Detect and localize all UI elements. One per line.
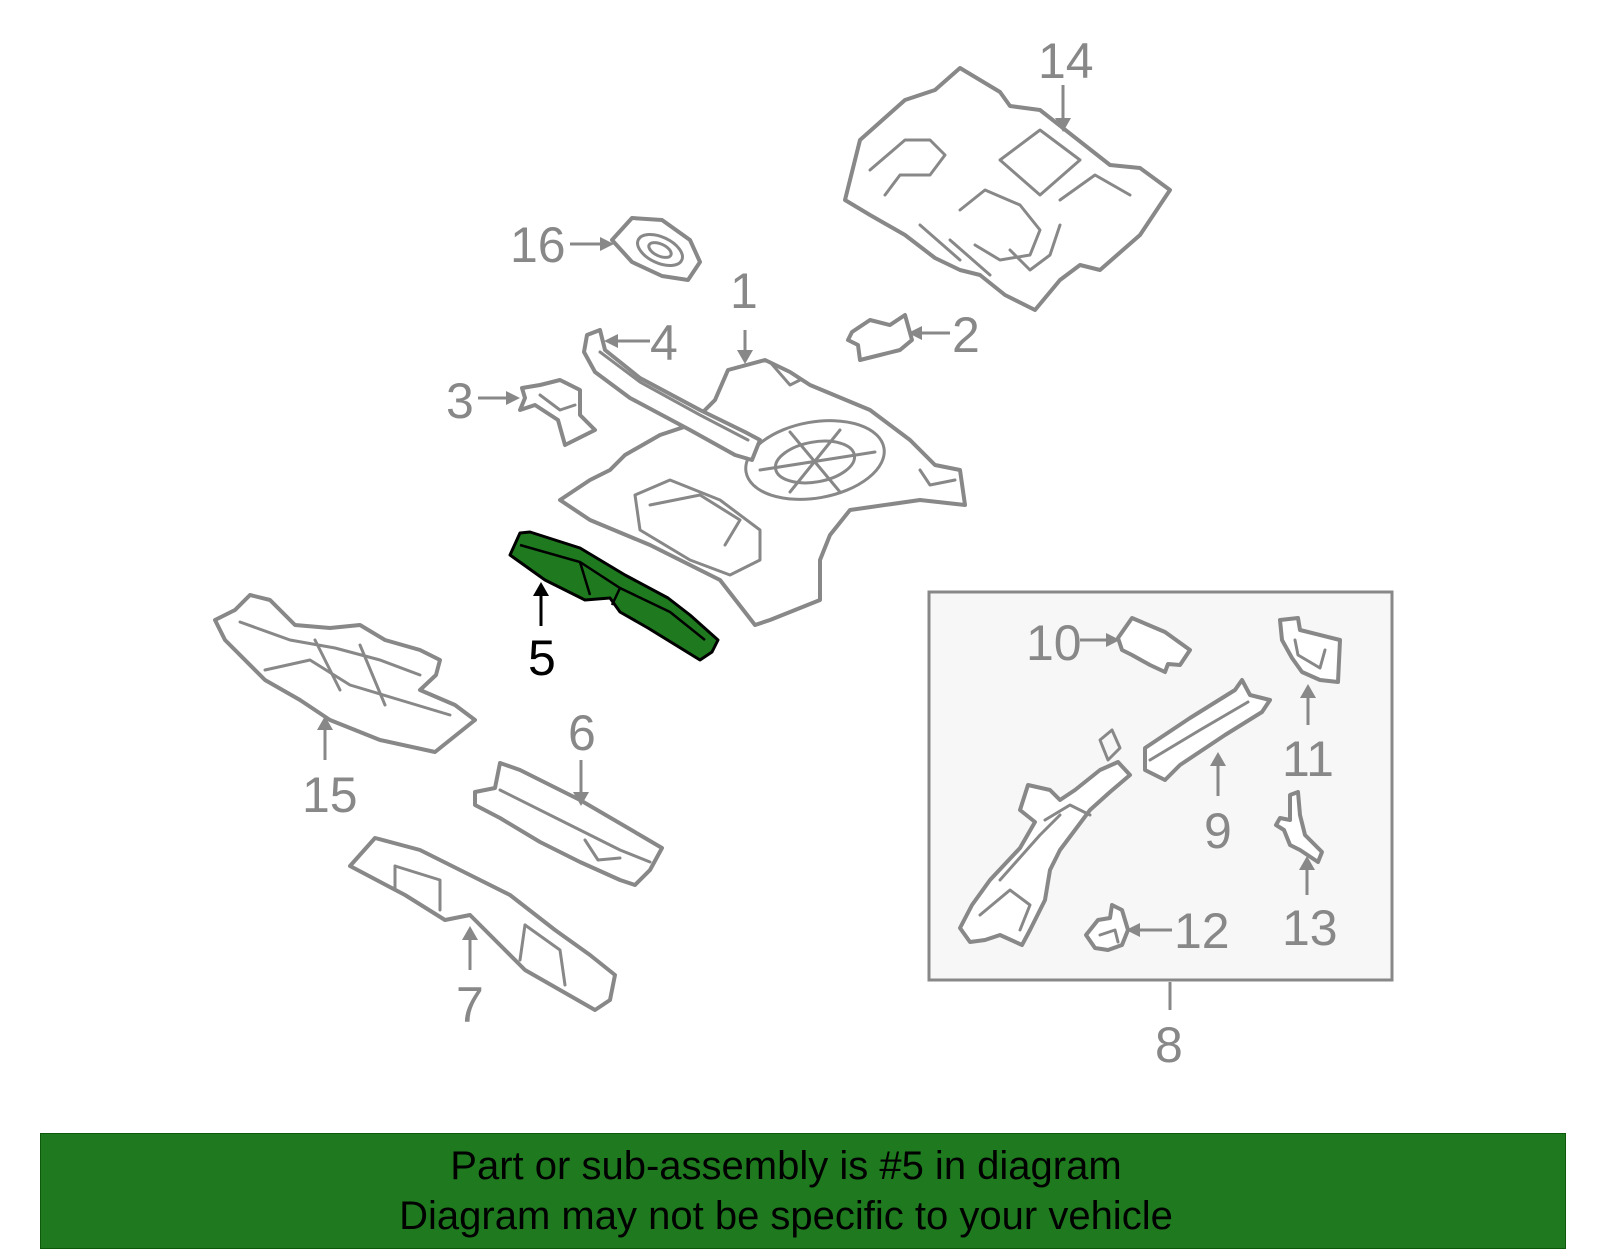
part-1-rear-floor[interactable] [558, 358, 967, 627]
arrowhead-9 [1210, 752, 1226, 766]
part-5-crossmember-highlighted[interactable] [508, 530, 720, 662]
part-13-bracket[interactable] [1274, 790, 1324, 864]
callout-6: 6 [568, 705, 596, 761]
callout-15: 15 [302, 767, 358, 823]
part-10-bracket[interactable] [1116, 616, 1192, 674]
arrowhead-7 [462, 926, 478, 940]
arrowhead-13 [1299, 856, 1315, 870]
arrowhead-6 [573, 792, 589, 806]
callout-1: 1 [730, 263, 758, 319]
callout-16: 16 [510, 217, 566, 273]
callout-9: 9 [1204, 803, 1232, 859]
part-2-bracket[interactable] [846, 313, 914, 362]
arrowhead-15 [317, 716, 333, 730]
arrowhead-14 [1055, 118, 1071, 132]
part-12-bracket[interactable] [1084, 903, 1130, 952]
callout-14: 14 [1038, 33, 1094, 89]
arrowhead-10 [1106, 633, 1120, 647]
callout-3: 3 [446, 373, 474, 429]
arrowhead-12 [1126, 923, 1140, 937]
part-7-crossmember[interactable] [348, 836, 617, 1012]
part-4-rail[interactable] [582, 328, 762, 462]
part-8-side-member[interactable] [958, 728, 1132, 947]
callout-12: 12 [1174, 903, 1230, 959]
callout-5: 5 [528, 630, 556, 686]
part-14-front-floor[interactable] [843, 66, 1172, 312]
arrowhead-2 [908, 326, 922, 340]
callout-2: 2 [952, 307, 980, 363]
callout-8: 8 [1155, 1017, 1183, 1073]
arrowhead-4 [604, 334, 618, 348]
arrowhead-3 [506, 391, 520, 405]
callout-11: 11 [1282, 731, 1334, 787]
part-9-rail[interactable] [1143, 678, 1272, 782]
part-3-bracket[interactable] [518, 378, 597, 447]
arrowhead-5 [533, 582, 549, 596]
callout-7: 7 [456, 977, 484, 1033]
callout-4: 4 [650, 315, 678, 371]
part-16-plug[interactable] [610, 216, 702, 282]
arrowhead-16 [600, 237, 614, 251]
arrowhead-11 [1300, 684, 1316, 698]
part-15-floor-panel[interactable] [213, 593, 477, 754]
arrowhead-1 [737, 350, 753, 364]
part-11-bracket[interactable] [1278, 616, 1342, 684]
callout-10: 10 [1026, 615, 1082, 671]
part-6-crossmember[interactable] [473, 761, 664, 887]
banner-line-2: Diagram may not be specific to your vehi… [399, 1194, 1173, 1238]
info-banner: Part or sub-assembly is #5 in diagram Di… [40, 1133, 1566, 1249]
banner-line-1: Part or sub-assembly is #5 in diagram [450, 1144, 1122, 1188]
callout-13: 13 [1282, 900, 1338, 956]
